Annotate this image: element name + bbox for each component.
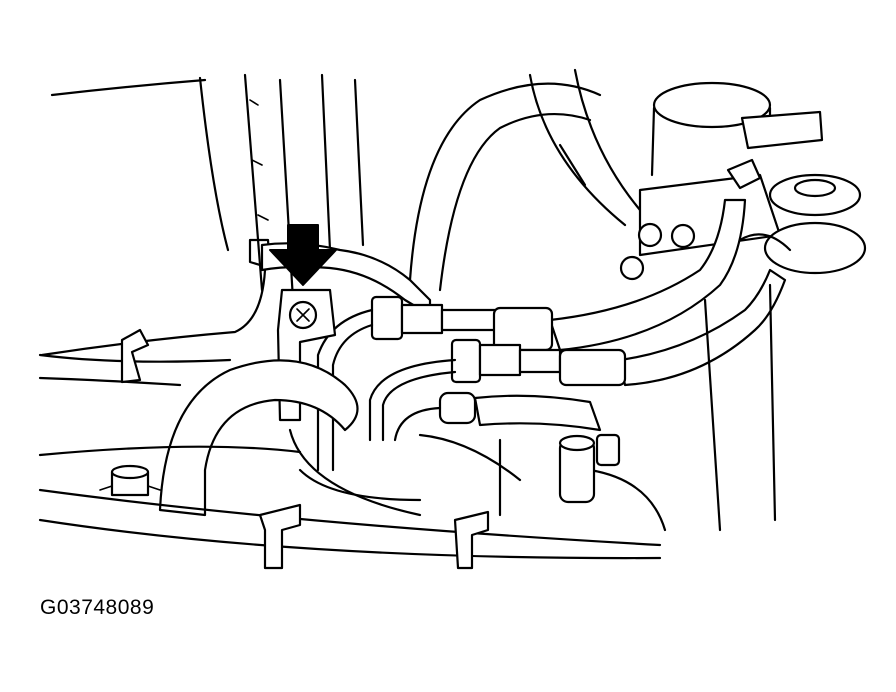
reservoir-canister	[619, 81, 824, 281]
lower-panels	[38, 283, 777, 560]
hose-clamp	[726, 158, 792, 252]
upper-arched-hose	[408, 82, 602, 292]
figure-code: G03748089	[40, 596, 155, 619]
fender-outline	[40, 76, 272, 357]
down-arrow-icon	[269, 224, 337, 286]
background-pipes	[528, 68, 642, 227]
tube-clips	[120, 328, 490, 570]
drain-fitting	[558, 433, 621, 504]
line-couplers	[370, 295, 627, 432]
hex-nut	[99, 464, 161, 497]
lower-bent-hose	[158, 359, 422, 517]
round-caps	[763, 173, 867, 275]
